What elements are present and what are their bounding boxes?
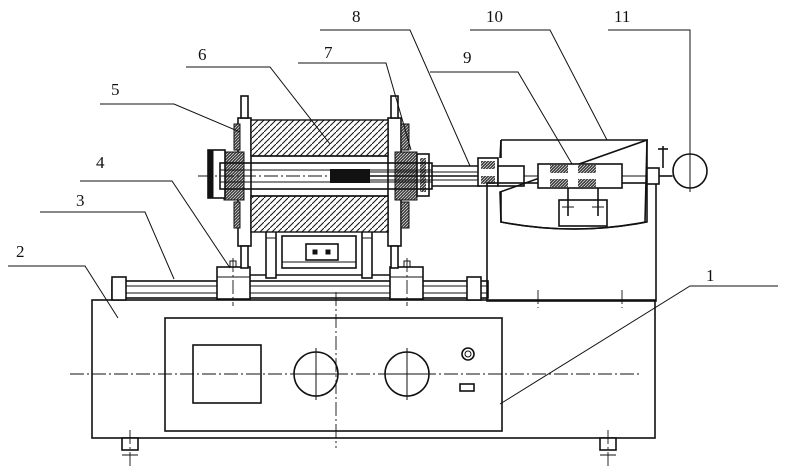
label-6: 6 xyxy=(198,45,207,64)
vacuum-chamber xyxy=(486,138,657,302)
label-4: 4 xyxy=(96,153,105,172)
label-5: 5 xyxy=(111,80,120,99)
leader-lines xyxy=(8,29,778,405)
guide-rail xyxy=(111,276,489,301)
label-9: 9 xyxy=(463,48,472,67)
furnace-support xyxy=(250,227,390,279)
control-panel xyxy=(164,317,503,432)
base-cabinet xyxy=(91,299,656,466)
tube-furnace xyxy=(207,95,498,269)
label-10: 10 xyxy=(486,7,503,26)
part-labels: 1 2 3 4 5 6 7 8 9 10 11 xyxy=(16,7,715,285)
label-11: 11 xyxy=(614,7,630,26)
label-1: 1 xyxy=(706,266,715,285)
pressure-gauge xyxy=(646,146,708,192)
slider-blocks xyxy=(216,258,424,306)
label-3: 3 xyxy=(76,191,85,210)
label-8: 8 xyxy=(352,7,361,26)
label-2: 2 xyxy=(16,242,25,261)
label-7: 7 xyxy=(324,43,333,62)
